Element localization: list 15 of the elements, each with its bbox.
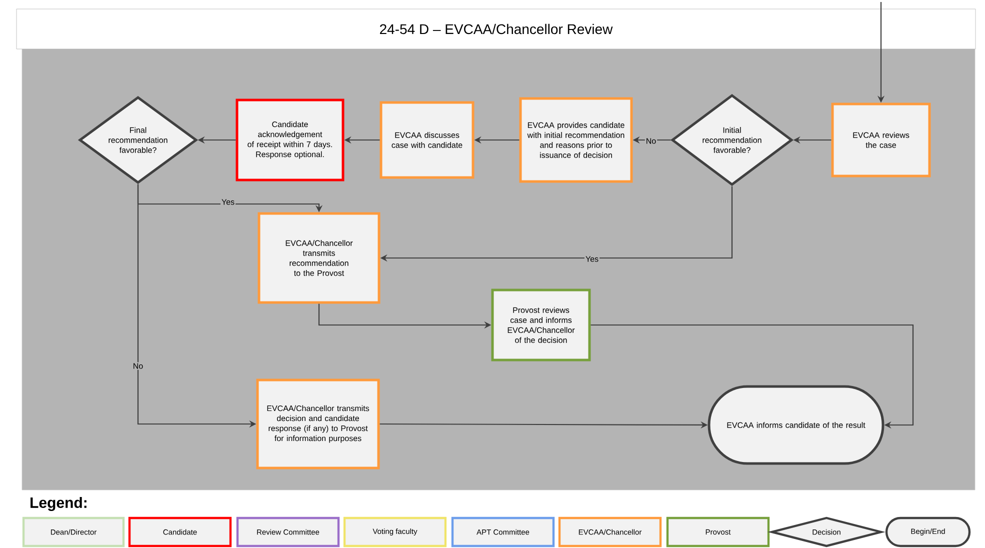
edge-label: No bbox=[644, 137, 658, 145]
edge-label: No bbox=[132, 362, 144, 370]
process-box: EVCAA/Chancellor transmits recommendation to the Provost bbox=[258, 212, 380, 304]
arrow bbox=[590, 324, 914, 429]
edge-label: Yes bbox=[220, 198, 236, 206]
process-box: Candidate acknowledgement of receipt within 7 days. Response optional. bbox=[236, 98, 344, 182]
title: 24-54 D – EVCAA/Chancellor Review bbox=[16, 8, 976, 50]
process-box: EVCAA/Chancellor transmits decision and candidate response (if any) to Provost for information purposes bbox=[256, 378, 380, 470]
edge-label: Yes bbox=[584, 255, 600, 263]
terminator: EVCAA informs candidate of the result bbox=[708, 385, 884, 465]
process-box: EVCAA reviews the case bbox=[831, 102, 931, 178]
process-box: EVCAA provides candidate with initial recommendation and reasons prior to issuance of decision bbox=[519, 97, 633, 183]
process-box: EVCAA discusses case with candidate bbox=[380, 101, 474, 179]
legend-heading: Legend: bbox=[30, 496, 86, 512]
process-box: Provost reviews case and informs EVCAA/Chancellor of the decision bbox=[491, 288, 591, 362]
